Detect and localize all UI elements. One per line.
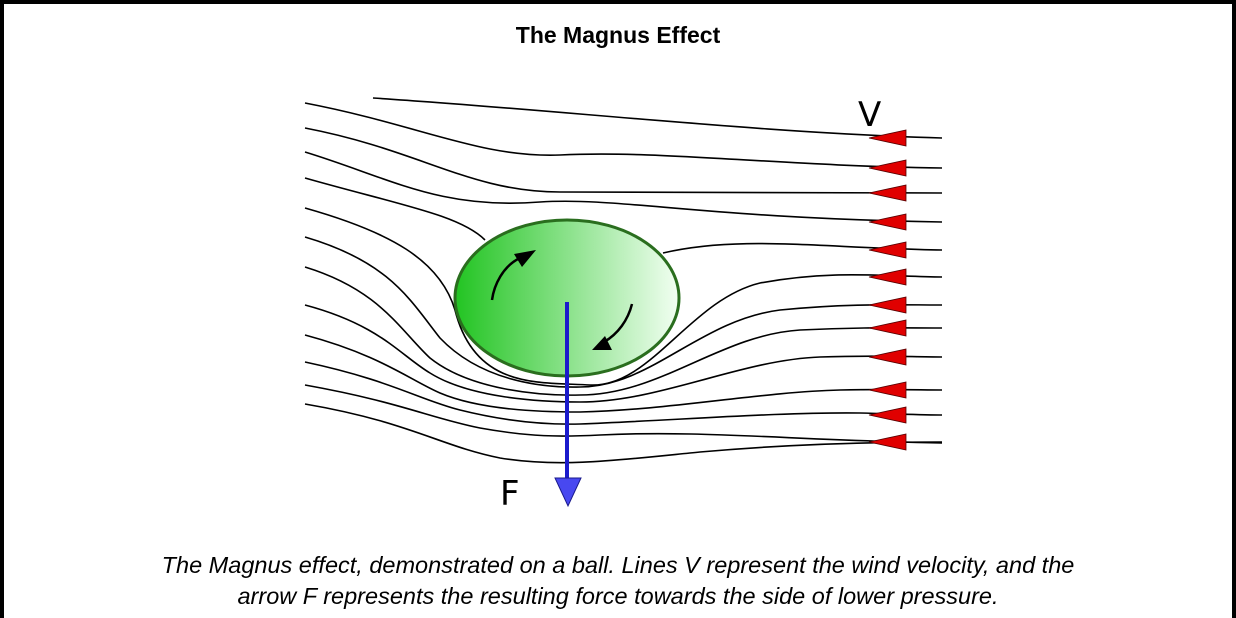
velocity-arrowhead-icon: [868, 381, 907, 399]
velocity-arrowhead-icon: [868, 268, 907, 286]
streamline: [304, 102, 943, 169]
spin-arrows: [490, 250, 634, 350]
spin-arrow-icon: [603, 303, 634, 344]
streamline: [372, 97, 943, 139]
streamline: [304, 384, 943, 444]
streamline: [304, 304, 943, 403]
spin-arrow-icon: [490, 256, 521, 301]
caption-line-2: arrow F represents the resulting force t…: [237, 583, 999, 609]
velocity-arrowhead-icon: [868, 348, 907, 366]
velocity-arrowhead-icon: [868, 213, 907, 231]
velocity-arrowhead-icon: [868, 129, 907, 147]
streamline: [304, 207, 943, 386]
streamline: [304, 127, 943, 194]
force-arrow: [554, 302, 582, 508]
streamline: [304, 151, 943, 223]
velocity-arrowhead-icon: [868, 159, 907, 177]
caption-line-1: The Magnus effect, demonstrated on a bal…: [161, 552, 1075, 578]
velocity-arrowhead-icon: [868, 184, 907, 202]
force-label: F: [500, 474, 520, 514]
velocity-arrowhead-icon: [868, 406, 907, 424]
velocity-arrowhead-icon: [868, 296, 907, 314]
spin-arrowhead-icon: [592, 336, 612, 350]
velocity-arrowhead-icon: [868, 319, 907, 337]
streamline: [304, 236, 943, 388]
streamline: [304, 403, 943, 464]
diagram-title: The Magnus Effect: [515, 22, 721, 48]
streamline: [304, 266, 943, 396]
figure-caption: The Magnus effect, demonstrated on a bal…: [40, 550, 1196, 612]
velocity-arrowhead-icon: [868, 433, 907, 451]
force-arrowhead-icon: [554, 477, 582, 508]
streamline: [304, 361, 943, 425]
streamline: [304, 334, 943, 413]
velocity-arrowhead-icon: [868, 241, 907, 259]
streamline: [304, 177, 486, 241]
velocity-label: V: [858, 95, 881, 135]
spin-arrowhead-icon: [514, 250, 536, 267]
